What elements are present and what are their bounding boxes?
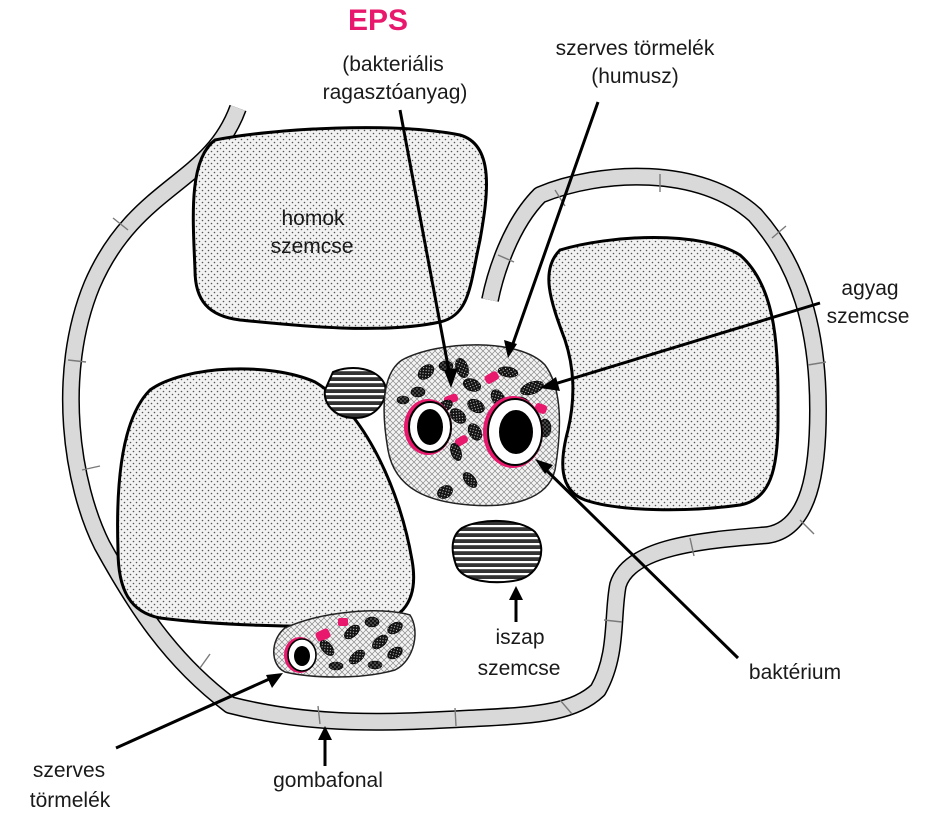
silt-grain (451, 520, 543, 584)
humus-label-line2: (humusz) (591, 65, 679, 88)
debris-label-line1: szerves (32, 759, 106, 782)
debris-label-line2: törmelék (29, 789, 111, 812)
annotation-arrows (115, 101, 821, 766)
bacterium-label: baktérium (748, 661, 842, 684)
sand-label-line1: homok (281, 207, 345, 230)
silt-label-line2: szemcse (477, 657, 561, 680)
bacterium-large-left (404, 399, 452, 455)
silt-label-line1: iszap (495, 626, 545, 649)
clay-label-line2: szemcse (826, 305, 910, 328)
clay-particles (285, 358, 552, 671)
sand-grain-right (547, 236, 780, 512)
clay-label-line1: agyag (841, 277, 899, 300)
eps-subtitle-line1: (bakteriális (342, 53, 444, 76)
eps-title: EPS (348, 4, 409, 37)
arrow-heads (266, 340, 560, 740)
sand-label-line2: szemcse (270, 235, 354, 258)
eps-subtitle-line2: ragasztóanyag) (322, 81, 468, 104)
silt-grain-small (323, 367, 387, 420)
eps-patches (315, 371, 548, 642)
bacterium-large-right (483, 396, 543, 468)
bacterium-small (284, 637, 317, 673)
hypha-label: gombafonal (273, 769, 383, 792)
humus-label-line1: szerves törmelék (555, 37, 715, 60)
